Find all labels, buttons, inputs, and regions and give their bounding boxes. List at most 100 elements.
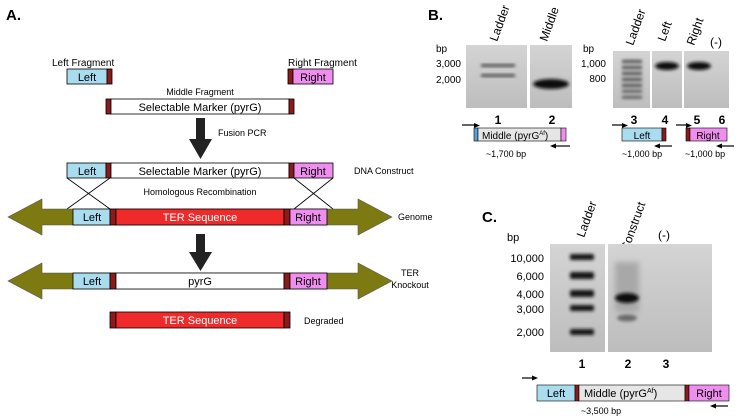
- gel3-ladder-band-10000: [570, 254, 594, 260]
- right-fragment-label: Right: [300, 72, 326, 84]
- gel-3: [550, 244, 712, 352]
- degraded-label: Degraded: [304, 316, 344, 326]
- gel1-tick-3000: 3,000: [436, 59, 461, 70]
- gel3-construct-smear: [615, 262, 639, 312]
- lane-title-left: Left: [655, 19, 675, 43]
- panel-b-label: B.: [428, 7, 443, 24]
- left-fragment-label: Left: [78, 72, 96, 84]
- construct-product-right: Right: [696, 388, 722, 400]
- gel3-tick-2000: 2,000: [516, 327, 544, 339]
- lane-number-6: 6: [719, 113, 726, 127]
- lane-number-1: 1: [495, 113, 502, 127]
- gel3-tick-3000: 3,000: [516, 304, 544, 316]
- gel3-lane-number-1: 1: [579, 357, 586, 371]
- construct-left-label: Left: [78, 166, 96, 178]
- gel3-lane-title-ladder: Ladder: [574, 199, 600, 239]
- left-product-diagram: Left: [612, 123, 672, 149]
- left-fragment-title: Left Fragment: [52, 58, 114, 69]
- recombination-arrow: [189, 234, 212, 271]
- construct-marker-label: Selectable Marker (pyrG): [139, 166, 262, 178]
- svg-text:Middle (pyrGAf): Middle (pyrGAf): [584, 388, 657, 400]
- genome-label: Genome: [398, 212, 433, 222]
- middle-fragment-title: Middle Fragment: [166, 87, 234, 97]
- dna-construct-label: DNA Construct: [354, 166, 414, 176]
- gel1-tick-2000: 2,000: [436, 75, 461, 86]
- homologous-recombination-label: Homologous Recombination: [143, 187, 256, 197]
- genome-strand: Left TER Sequence Right: [7, 198, 393, 236]
- gel3-tick-4000: 4,000: [516, 289, 544, 301]
- construct-product-middle: Middle (pyrG: [584, 388, 647, 400]
- ter-knockout-label-1: TER: [401, 268, 420, 278]
- knockout-pyrg-label: pyrG: [188, 276, 212, 288]
- degraded-ter-label: TER Sequence: [163, 315, 238, 327]
- gel2-left-band: [655, 62, 679, 70]
- gel3-ladder-band-2000: [570, 329, 594, 335]
- gel1-bp-label: bp: [436, 44, 448, 55]
- middle-fragment: Selectable Marker (pyrG): [105, 98, 295, 115]
- gel-1: [466, 45, 572, 108]
- genome-right-label: Right: [295, 212, 321, 224]
- gel3-ladder-band-3000: [570, 305, 594, 311]
- middle-product-label: Middle (pyrG: [482, 131, 539, 142]
- panel-c-label: C.: [482, 209, 497, 226]
- left-size-label: ~1,000 bp: [622, 149, 662, 159]
- construct-product-left: Left: [547, 388, 565, 400]
- construct-size-label: ~3,500 bp: [581, 406, 621, 416]
- lane-title-ladder-1: Ladder: [487, 3, 513, 43]
- gel2-tick-800: 800: [589, 74, 606, 85]
- svg-text:Middle (pyrGAf): Middle (pyrGAf): [482, 131, 548, 142]
- gel3-lane-title-negative: (-): [658, 228, 670, 242]
- right-fragment-title: Right Fragment: [288, 58, 357, 69]
- dna-construct: Left Selectable Marker (pyrG) Right: [66, 162, 334, 179]
- degraded-ter: TER Sequence: [109, 311, 291, 329]
- gel2-tick-1000: 1,000: [581, 59, 606, 70]
- construct-product-af: Af: [647, 388, 654, 395]
- gel3-lane-number-2: 2: [625, 357, 632, 371]
- middle-product-diagram: Middle (pyrGAf): [462, 123, 570, 149]
- ter-knockout-strand: Left pyrG Right: [7, 262, 393, 300]
- gel3-lane-number-3: 3: [663, 357, 670, 371]
- right-size-label: ~1,000 bp: [685, 149, 725, 159]
- gel3-tick-6000: 6,000: [516, 271, 544, 283]
- gel3-ladder-band-6000: [570, 272, 594, 279]
- fusion-pcr-label: Fusion PCR: [218, 128, 267, 138]
- lane-number-2: 2: [549, 113, 556, 127]
- construct-right-label: Right: [300, 166, 326, 178]
- lane-title-negative: (-): [710, 35, 722, 49]
- construct-product-paren: ): [654, 388, 658, 400]
- construct-product-diagram: Left Middle (pyrGAf) Right: [522, 375, 730, 409]
- gel3-ladder-band-4000: [570, 290, 594, 297]
- lane-number-4: 4: [662, 113, 669, 127]
- middle-fragment-label: Selectable Marker (pyrG): [139, 102, 262, 114]
- gel1-middle-band: [533, 79, 569, 89]
- lane-number-5: 5: [694, 113, 701, 127]
- middle-product-paren: ): [545, 131, 548, 142]
- ter-knockout-label-2: Knockout: [391, 280, 429, 290]
- knockout-right-label: Right: [295, 276, 321, 288]
- right-product-diagram: Right: [676, 123, 734, 149]
- lane-title-middle: Middle: [537, 5, 562, 43]
- left-product-label: Left: [634, 131, 651, 142]
- knockout-left-label: Left: [83, 276, 101, 288]
- panel-a-label: A.: [6, 7, 21, 24]
- gel2-bp-label: bp: [583, 44, 595, 55]
- lane-number-3: 3: [631, 113, 638, 127]
- gel1-ladder-band-2000: [481, 74, 515, 77]
- lane-title-ladder-2: Ladder: [623, 7, 649, 47]
- gel2-right-band: [687, 62, 711, 70]
- middle-product-af: Af: [539, 131, 545, 137]
- middle-size-label: ~1,700 bp: [486, 149, 526, 159]
- gel3-bp-label: bp: [507, 232, 519, 244]
- crossover-lines: [66, 177, 334, 210]
- right-product-label: Right: [696, 131, 720, 142]
- gel3-tick-10000: 10,000: [510, 253, 544, 265]
- gel3-construct-band: [615, 293, 639, 303]
- gel3-construct-faint-band: [617, 314, 637, 322]
- fusion-pcr-arrow: [189, 118, 212, 159]
- gel-2: [613, 51, 729, 108]
- genome-left-label: Left: [83, 212, 101, 224]
- gel1-ladder-band-3000: [481, 64, 515, 67]
- right-fragment: Right: [287, 68, 334, 85]
- lane-title-right: Right: [684, 15, 707, 47]
